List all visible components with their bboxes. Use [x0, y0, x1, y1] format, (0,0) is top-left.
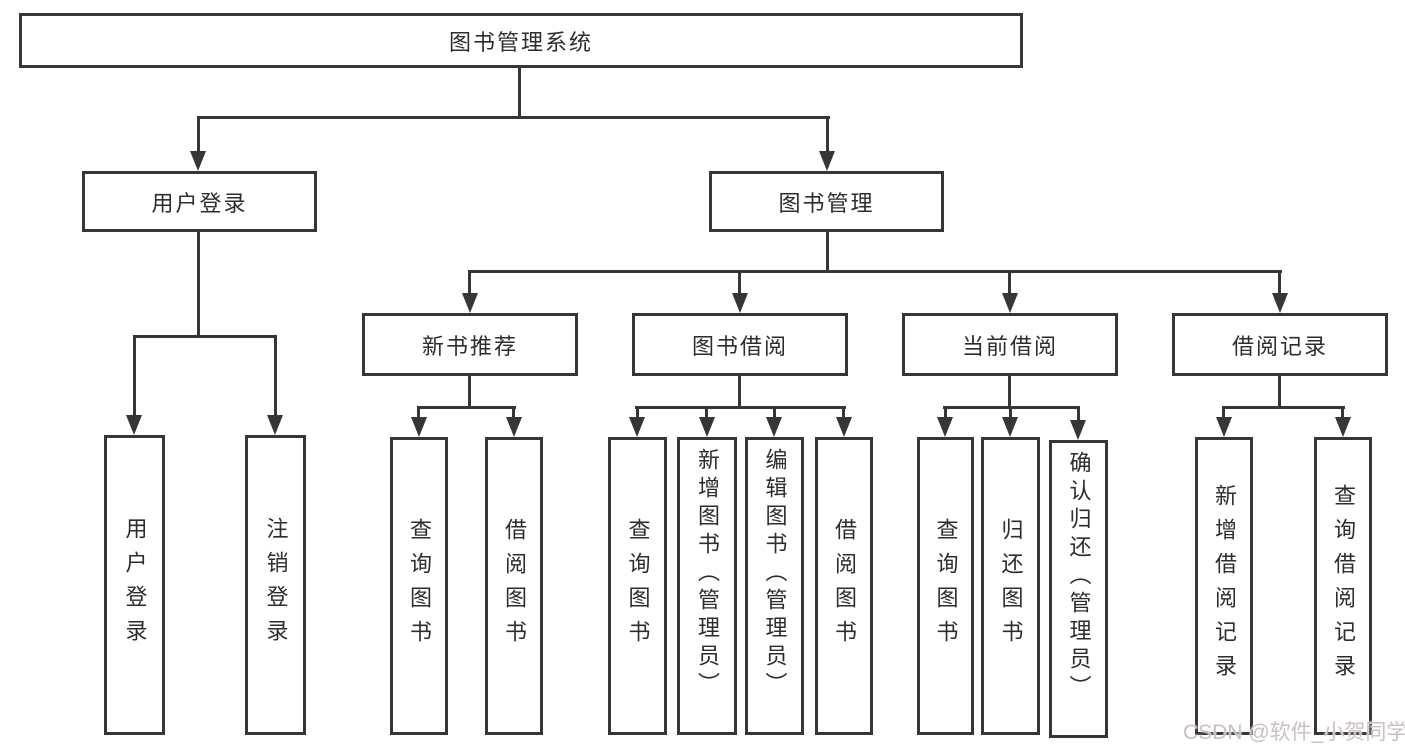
arrow-down-icon: [629, 417, 645, 437]
node-user-login: 用户登录: [82, 171, 317, 232]
arrow-down-icon: [1002, 293, 1018, 313]
arrow-down-icon: [411, 417, 427, 437]
connector-shaft: [773, 406, 776, 419]
leaf-borrow-add-books-admin: 新增图书（管理员）: [677, 437, 737, 735]
arrow-down-icon: [819, 151, 835, 171]
connector-shaft: [705, 406, 708, 419]
connector-shaft: [826, 116, 829, 152]
connector-root-hline: [197, 116, 830, 119]
leaf-newrec-borrow-books: 借阅图书: [485, 437, 543, 735]
arrow-down-icon: [462, 293, 478, 313]
leaf-records-add-record: 新增借阅记录: [1195, 437, 1253, 735]
leaf-borrow-borrow-books: 借阅图书: [815, 437, 873, 735]
connector-records-hline: [1222, 406, 1345, 409]
connector-shaft: [133, 335, 136, 417]
connector-shaft: [738, 270, 741, 295]
leaf-current-return-books: 归还图书: [981, 437, 1040, 735]
leaf-logout: 注销登录: [245, 435, 306, 735]
connector-borrow-hline: [635, 406, 846, 409]
connector-shaft: [512, 406, 515, 419]
connector-shaft: [842, 406, 845, 419]
arrow-down-icon: [1002, 417, 1018, 437]
connector-shaft: [274, 335, 277, 417]
connector-shaft: [1077, 406, 1080, 422]
leaf-current-confirm-return-admin: 确认归还（管理员）: [1049, 440, 1108, 738]
csdn-watermark: CSDN @软件_小贺同学: [1183, 721, 1405, 744]
connector-shaft: [944, 406, 947, 419]
node-root: 图书管理系统: [19, 13, 1023, 68]
connector-shaft: [197, 116, 200, 152]
arrow-down-icon: [1335, 417, 1351, 437]
arrow-down-icon: [190, 151, 206, 171]
connector-shaft: [417, 406, 420, 419]
leaf-current-query-books: 查询图书: [917, 437, 974, 735]
arrow-down-icon: [1070, 420, 1086, 440]
arrow-down-icon: [126, 415, 142, 435]
arrow-down-icon: [937, 417, 953, 437]
connector-shaft: [1341, 406, 1344, 419]
arrow-down-icon: [267, 415, 283, 435]
arrow-down-icon: [836, 417, 852, 437]
node-book-management: 图书管理: [709, 171, 944, 232]
arrow-down-icon: [732, 293, 748, 313]
leaf-records-query-record: 查询借阅记录: [1314, 437, 1372, 735]
connector-shaft: [1278, 270, 1281, 295]
leaf-user-login: 用户登录: [104, 435, 165, 735]
connector-userlogin-stub: [197, 232, 200, 338]
leaf-borrow-query-books: 查询图书: [608, 437, 667, 735]
arrow-down-icon: [699, 417, 715, 437]
connector-shaft: [636, 406, 639, 419]
connector-bookmgmt-stub: [826, 232, 829, 273]
connector-newrec-hline: [417, 406, 516, 409]
connector-shaft: [468, 270, 471, 295]
node-borrow-records: 借阅记录: [1172, 313, 1388, 376]
connector-records-stub: [1278, 376, 1281, 409]
connector-newrec-stub: [468, 376, 471, 409]
arrow-down-icon: [1272, 293, 1288, 313]
connector-current-stub: [1008, 376, 1011, 409]
leaf-newrec-query-books: 查询图书: [390, 437, 448, 735]
connector-root-stub: [518, 68, 521, 119]
connector-userlogin-hline: [133, 335, 277, 338]
connector-shaft: [1009, 406, 1012, 419]
node-new-book-recommend: 新书推荐: [362, 313, 578, 376]
connector-borrow-stub: [738, 376, 741, 409]
arrow-down-icon: [766, 417, 782, 437]
arrow-down-icon: [506, 417, 522, 437]
arrow-down-icon: [1216, 417, 1232, 437]
node-book-borrow: 图书借阅: [632, 313, 848, 376]
connector-bookmgmt-hline: [468, 270, 1282, 273]
connector-shaft: [1008, 270, 1011, 295]
node-current-borrow: 当前借阅: [902, 313, 1118, 376]
leaf-borrow-edit-books-admin: 编辑图书（管理员）: [745, 437, 804, 735]
connector-shaft: [1222, 406, 1225, 419]
